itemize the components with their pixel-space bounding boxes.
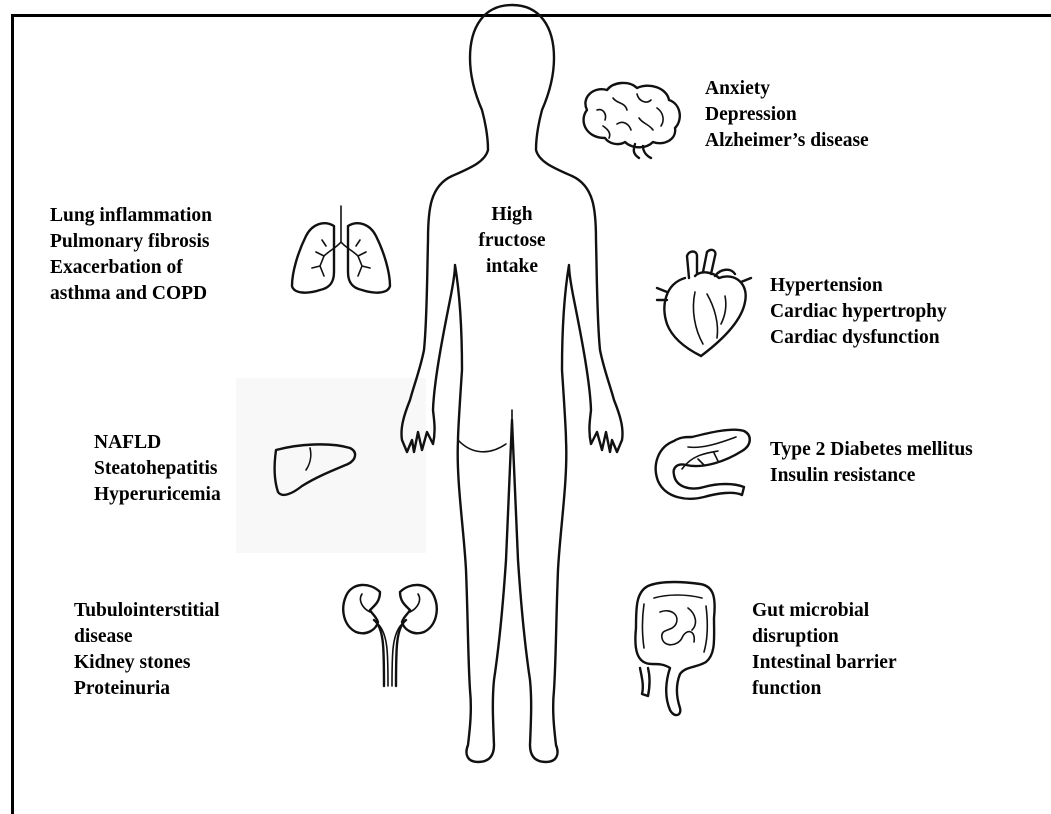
center-line: fructose [464,228,560,254]
kidney-effect-line: Tubulointerstitial [74,598,220,624]
lung-effect-line: Lung inflammation [50,203,212,229]
liver-effect-line: Hyperuricemia [94,482,221,508]
kidney-effect-line: disease [74,624,220,650]
intestine-effect-line: Gut microbial [752,598,897,624]
brain-icon [577,80,687,160]
kidney-effect-line: Kidney stones [74,650,220,676]
lung-effect-line: asthma and COPD [50,281,212,307]
intestine-effect-line: Intestinal barrier [752,650,897,676]
intestine-icon [630,578,720,718]
kidney-effects-label: Tubulointerstitial disease Kidney stones… [74,598,220,702]
kidney-icon [340,578,440,688]
heart-icon [655,248,755,358]
lung-effects-label: Lung inflammation Pulmonary fibrosis Exa… [50,203,212,307]
heart-effect-line: Hypertension [770,273,947,299]
center-line: High [464,202,560,228]
heart-effect-line: Cardiac dysfunction [770,325,947,351]
liver-effect-line: Steatohepatitis [94,456,221,482]
pancreas-icon [648,425,758,505]
lungs-icon [286,206,396,296]
brain-effects-label: Anxiety Depression Alzheimer’s disease [705,76,869,154]
liver-effects-label: NAFLD Steatohepatitis Hyperuricemia [94,430,221,508]
brain-effect-line: Anxiety [705,76,869,102]
intestine-effects-label: Gut microbial disruption Intestinal barr… [752,598,897,702]
lung-effect-line: Pulmonary fibrosis [50,229,212,255]
heart-effect-line: Cardiac hypertrophy [770,299,947,325]
intestine-effect-line: function [752,676,897,702]
lung-effect-line: Exacerbation of [50,255,212,281]
heart-effects-label: Hypertension Cardiac hypertrophy Cardiac… [770,273,947,351]
liver-icon [270,440,360,500]
pancreas-effect-line: Insulin resistance [770,463,973,489]
center-line: intake [464,254,560,280]
center-label: High fructose intake [464,202,560,280]
pancreas-effect-line: Type 2 Diabetes mellitus [770,437,973,463]
pancreas-effects-label: Type 2 Diabetes mellitus Insulin resista… [770,437,973,489]
kidney-effect-line: Proteinuria [74,676,220,702]
brain-effect-line: Depression [705,102,869,128]
intestine-effect-line: disruption [752,624,897,650]
liver-effect-line: NAFLD [94,430,221,456]
brain-effect-line: Alzheimer’s disease [705,128,869,154]
